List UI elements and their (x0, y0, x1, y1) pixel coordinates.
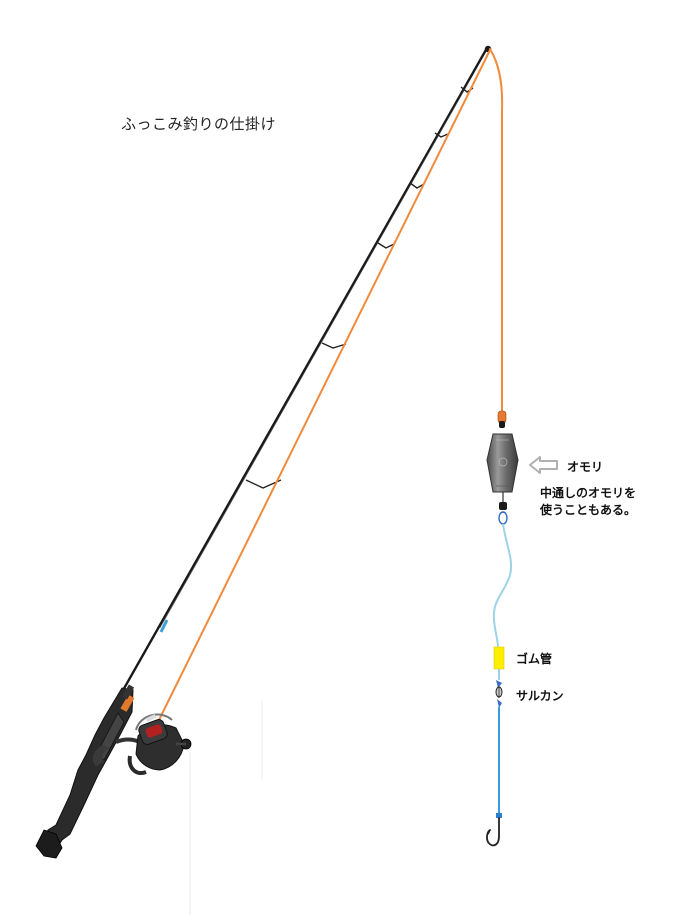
fishing-rod (35, 45, 492, 859)
reel-foot (127, 755, 147, 775)
rod-collar-2 (121, 684, 135, 700)
lower-snap (498, 492, 508, 525)
rod-guides (245, 86, 474, 489)
rod-hood (92, 745, 110, 766)
reel-spool-accent (145, 724, 163, 738)
outline-left-arrow-icon (529, 456, 558, 474)
rod-collar (120, 694, 135, 712)
rubber-tube-label: ゴム管 (516, 652, 553, 666)
diagram-title: ふっこみ釣りの仕掛け (121, 115, 277, 133)
sinker-note-line-2: 使うこともある。 (540, 503, 637, 517)
spinning-reel-icon (115, 713, 192, 775)
butt-cap (35, 829, 63, 859)
main-line-along-rod (157, 49, 491, 723)
rod-wrap (159, 619, 169, 633)
rod-grip (39, 687, 134, 857)
main-line (157, 48, 504, 723)
swivel-icon (495, 680, 503, 708)
rod-blank (120, 46, 489, 694)
upper-snap (497, 410, 507, 428)
reel-bail (135, 713, 173, 731)
rod-blank-shine (159, 79, 471, 629)
leader-line-upper (492, 523, 513, 649)
main-line-drop (489, 48, 504, 413)
sinker-note: 中通しのオモリを 使うこともある。 (540, 485, 636, 519)
sinker-note-line-1: 中通しのオモリを (540, 486, 637, 500)
rubber-tube (493, 646, 505, 670)
background-streaks (189, 700, 263, 915)
sinker-weight-icon (486, 433, 519, 493)
reel-line-roller (145, 714, 157, 722)
swivel-label: サルカン (516, 689, 564, 703)
sinker-label: オモリ (567, 460, 604, 474)
hook-knot (496, 813, 502, 818)
